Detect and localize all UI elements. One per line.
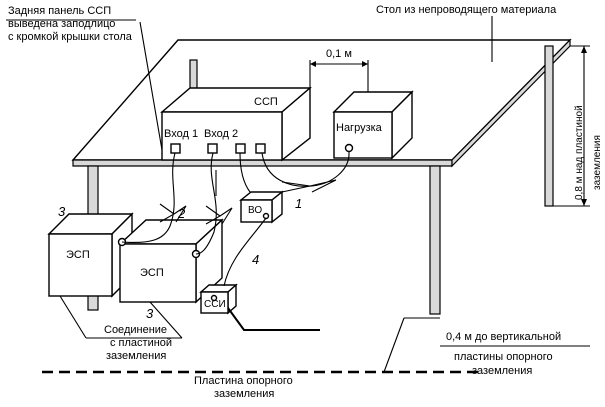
number-2: 2 xyxy=(177,206,186,221)
height-arrow-top xyxy=(581,46,587,53)
table-label: Стол из непроводящего материала xyxy=(376,4,557,16)
table-leg-back-right xyxy=(544,45,554,207)
height-label: 0,8 м над пластиной заземления xyxy=(574,105,603,200)
cable-1-ferrite xyxy=(281,179,337,193)
connection-leader-mid xyxy=(149,301,183,339)
table-top xyxy=(71,39,572,161)
esp-front-front xyxy=(119,243,197,303)
number-1: 1 xyxy=(295,196,302,211)
distance-leader xyxy=(383,317,405,373)
vo-label: ВО xyxy=(248,205,262,216)
rear-panel-line-3: с кромкой крышки стола xyxy=(8,31,133,43)
ssi-ground-wire xyxy=(227,307,320,331)
number-3-left: 3 xyxy=(58,204,66,219)
connection-line-3: заземления xyxy=(106,350,166,362)
plate-line-2: заземления xyxy=(214,388,274,400)
gap-label: 0,1 м xyxy=(326,48,352,60)
load-front xyxy=(333,111,393,159)
input2-port xyxy=(207,143,218,154)
cable-2b xyxy=(195,152,217,255)
distance-line-3: заземления xyxy=(472,365,532,377)
input1-label: Вход 1 xyxy=(164,128,198,140)
vo-connector xyxy=(262,212,270,220)
rear-panel-leader xyxy=(139,21,163,151)
cable-2a-ferrite xyxy=(159,203,187,223)
rear-panel-line-1: Задняя панель ССП xyxy=(8,5,111,17)
cable-2b-ferrite xyxy=(205,205,233,225)
plate-line-1: Пластина опорного xyxy=(194,375,293,387)
esp-left-front xyxy=(48,233,113,297)
gap-arrow-left xyxy=(310,61,316,67)
table-leg-front-right xyxy=(429,165,441,315)
distance-line-2: пластины опорного xyxy=(454,351,553,363)
connection-line-1: Соединение xyxy=(104,324,167,336)
connection-leader-left xyxy=(59,295,87,339)
number-4: 4 xyxy=(252,252,259,267)
esp-front-label: ЭСП xyxy=(140,267,164,279)
number-3-front: 3 xyxy=(146,306,154,321)
cable-4 xyxy=(223,217,267,287)
gap-arrow-right xyxy=(362,61,368,67)
distance-line-1: 0,4 м до вертикальной xyxy=(446,331,561,343)
esp-left-label: ЭСП xyxy=(66,249,90,261)
ssi-connector xyxy=(210,294,218,302)
cable-port3-vo xyxy=(239,152,251,193)
table-top-edge xyxy=(72,159,453,167)
cable-2a xyxy=(121,152,176,244)
input1-port xyxy=(170,143,181,154)
height-label-line-1: 0,8 м над пластиной xyxy=(574,105,585,200)
ssp-label: ССП xyxy=(254,96,278,108)
connection-line-2: с пластиной xyxy=(110,337,172,349)
height-label-line-2: заземления xyxy=(592,135,603,190)
port-4 xyxy=(255,143,266,154)
height-arrow-bottom xyxy=(581,199,587,206)
load-connector xyxy=(344,143,354,153)
ssi-front xyxy=(200,291,229,314)
input2-label: Вход 2 xyxy=(204,128,238,140)
rear-panel-line-2: выведена заподлицо xyxy=(8,18,115,30)
load-label: Нагрузка xyxy=(336,122,383,134)
ssi-label: ССИ xyxy=(204,299,226,310)
port-3 xyxy=(235,143,246,154)
